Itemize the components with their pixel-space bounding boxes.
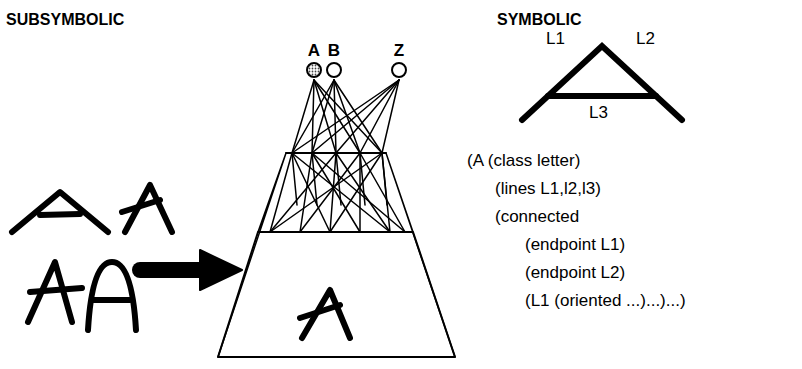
arrow (140, 262, 205, 278)
symbolic-letter (522, 46, 682, 120)
symbolic-description: (lines L1,l2,l3) (495, 180, 601, 197)
output-unit: A (304, 42, 324, 79)
line-name: L3 (589, 104, 608, 121)
symbolic-description: (endpoint L2) (525, 264, 625, 281)
section-heading: SYMBOLIC (497, 12, 581, 28)
symbolic-description: (endpoint L1) (525, 236, 625, 253)
arrowhead (200, 250, 242, 290)
unit-circle (325, 61, 343, 79)
line-name: L2 (636, 30, 655, 47)
symbolic-description: (A (class letter) (467, 152, 580, 169)
output-unit: B (324, 42, 344, 79)
section-heading: SUBSYMBOLIC (6, 12, 124, 28)
connection-weights (270, 80, 405, 232)
handwritten-letters (12, 185, 172, 330)
unit-circle (390, 61, 408, 79)
unit-label: Z (389, 42, 409, 59)
line-name: L1 (546, 30, 565, 47)
symbolic-description: (connected (495, 208, 579, 225)
unit-label: B (324, 42, 344, 59)
projection-lines (218, 153, 455, 357)
output-unit: Z (389, 42, 409, 79)
symbolic-description: (L1 (oriented ...)...)...) (525, 292, 686, 309)
unit-circle (305, 61, 323, 79)
unit-label: A (304, 42, 324, 59)
input-letter (300, 290, 350, 338)
